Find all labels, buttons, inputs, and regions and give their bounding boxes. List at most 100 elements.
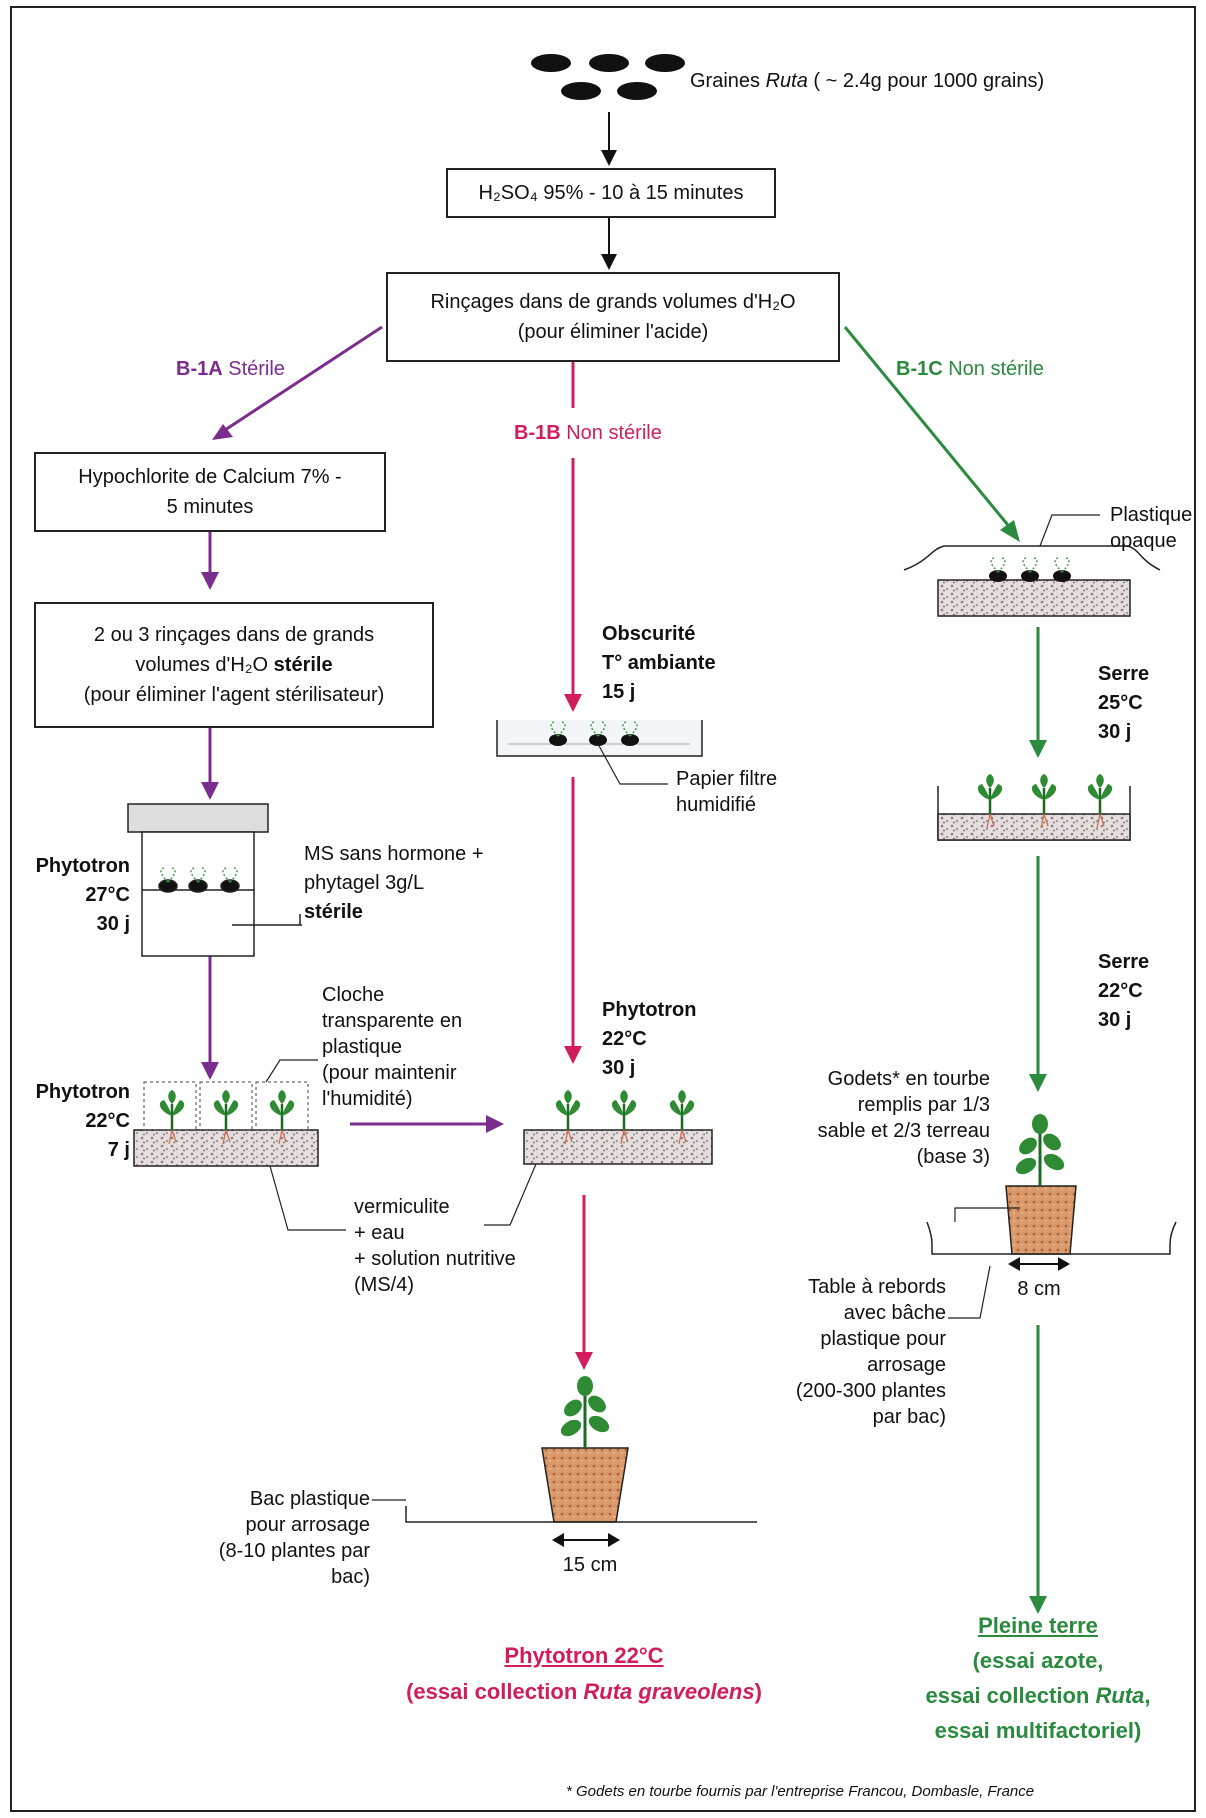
- petri-dish-illustration: [496, 720, 703, 785]
- c-serre2-temp: 22°C: [1098, 980, 1143, 1002]
- branch-c-arrows: [843, 326, 1047, 1614]
- branch-a-arrows: [201, 325, 504, 1133]
- sterile-rinse-box: 2 ou 3 rinçages dans de grands volumes d…: [34, 602, 434, 728]
- rinse-line2: (pour éliminer l'acide): [517, 321, 709, 343]
- footnote-text: * Godets en tourbe fournis par l'entrepr…: [566, 1783, 1035, 1800]
- plastic-cover-illustration: [903, 514, 1161, 617]
- c-serre1-place: Serre: [1098, 663, 1150, 685]
- sterile-jar-illustration: [127, 803, 302, 957]
- branch-c-text: Non stérile: [942, 358, 1044, 380]
- table-line3: plastique pour: [820, 1328, 946, 1350]
- paper-line1: Papier filtre: [676, 768, 778, 790]
- table-line2: avec bâche: [843, 1302, 946, 1324]
- sterile-rinse-line2-b: stérile: [273, 654, 333, 676]
- b-result-sub-b: Ruta graveolens: [583, 1679, 755, 1704]
- bac-line2: pour arrosage: [245, 1514, 370, 1536]
- pot-size-value: 15 cm: [562, 1554, 618, 1576]
- bac-line1: Bac plastique: [249, 1488, 370, 1510]
- acid-label: H₂SO₄ 95% - 10 à 15 minutes: [478, 182, 744, 204]
- b-result-title: Phytotron 22°C: [504, 1643, 664, 1668]
- branch-b-arrows: [564, 362, 593, 1370]
- greenhouse-tray-illustration: [937, 772, 1131, 841]
- main-arrows: [601, 112, 617, 270]
- rinse-line1: Rinçages dans de grands volumes d'H₂O: [430, 291, 796, 313]
- sterile-rinse-line2: volumes d'H₂O stérile: [135, 650, 332, 680]
- branch-b-text: Non stérile: [560, 422, 662, 444]
- c-result-line1: (essai azote,: [972, 1648, 1104, 1673]
- godets-line2: remplis par 1/3: [857, 1094, 990, 1116]
- hypo-line2: 5 minutes: [166, 496, 254, 518]
- branch-a-phytotron-22: Phytotron 22°C 7 j: [14, 1078, 130, 1165]
- branch-a-phytotron-27: Phytotron 27°C 30 j: [14, 852, 130, 939]
- vermiculite-line1: vermiculite: [354, 1196, 450, 1218]
- branch-c-result: Pleine terre (essai azote, essai collect…: [878, 1608, 1198, 1748]
- plastic-line1: Plastique: [1110, 504, 1193, 526]
- branch-b-label: B-1B Non stérile: [514, 420, 662, 447]
- branch-c-label: B-1C Non stérile: [896, 356, 1044, 383]
- plastic-label: Plastique opaque: [1110, 502, 1192, 554]
- paper-line2: humidifié: [676, 794, 757, 816]
- sterile-rinse-line2-a: volumes d'H₂O: [135, 654, 274, 676]
- c-result-line2-b: Ruta: [1095, 1683, 1145, 1708]
- b-step2-temp: 22°C: [602, 1028, 647, 1050]
- a-step1-temp: 27°C: [85, 884, 130, 906]
- filter-paper-label: Papier filtre humidifié: [676, 766, 777, 818]
- a-step2-days: 7 j: [107, 1139, 130, 1161]
- c-serre1-temp: 25°C: [1098, 692, 1143, 714]
- c-serre1-days: 30 j: [1098, 721, 1132, 743]
- ms-line3: stérile: [304, 901, 363, 923]
- seeds-label: Graines Ruta ( ~ 2.4g pour 1000 grains): [690, 68, 1044, 95]
- b-dark-line3: 15 j: [602, 681, 636, 703]
- sterile-rinse-line3: (pour éliminer l'agent stérilisateur): [83, 684, 385, 706]
- cloche-line2: transparente en: [322, 1010, 463, 1032]
- bac-line4: bac): [331, 1566, 370, 1588]
- godets-label: Godets* en tourbe remplis par 1/3 sable …: [760, 1066, 990, 1170]
- branch-a-code: B-1A: [176, 358, 223, 380]
- vermiculite-label: vermiculite + eau + solution nutritive (…: [354, 1194, 516, 1298]
- b-step2-place: Phytotron: [602, 999, 697, 1021]
- branch-b-darkness: Obscurité T° ambiante 15 j: [602, 620, 716, 707]
- pot-bac-illustration: [372, 1374, 757, 1547]
- table-line5: (200-300 plantes: [795, 1380, 946, 1402]
- c-result-line2-a: essai collection: [925, 1683, 1096, 1708]
- branch-c-serre-22: Serre 22°C 30 j: [1098, 948, 1149, 1035]
- table-line6: par bac): [872, 1406, 946, 1428]
- c-result-line3: essai multifactoriel): [934, 1718, 1142, 1743]
- vermiculite-line3: + solution nutritive: [354, 1248, 516, 1270]
- seeds-genus: Ruta: [765, 70, 808, 92]
- bac-line3: (8-10 plantes par: [218, 1540, 370, 1562]
- b-step2-days: 30 j: [602, 1057, 636, 1079]
- c-serre2-days: 30 j: [1098, 1009, 1132, 1031]
- cloche-label: Cloche transparente en plastique (pour m…: [322, 982, 462, 1112]
- branch-b-code: B-1B: [514, 422, 561, 444]
- seeds-suffix: ( ~ 2.4g pour 1000 grains): [807, 70, 1045, 92]
- vermiculite-tray-illustration: [484, 1088, 713, 1226]
- plastic-line2: opaque: [1110, 530, 1177, 552]
- hypochlorite-box: Hypochlorite de Calcium 7% - 5 minutes: [34, 452, 386, 532]
- b-dark-line1: Obscurité: [602, 623, 696, 645]
- seeds-illustration: [531, 54, 685, 100]
- branch-a-label: B-1A Stérile: [176, 356, 285, 383]
- branch-a-text: Stérile: [222, 358, 285, 380]
- cloche-line3: plastique: [322, 1036, 403, 1058]
- branch-c-serre-25: Serre 25°C 30 j: [1098, 660, 1149, 747]
- cloche-tray-illustration: [133, 1059, 346, 1231]
- cloche-line1: Cloche: [322, 984, 385, 1006]
- rinse-box: Rinçages dans de grands volumes d'H₂O (p…: [386, 272, 840, 362]
- seeds-prefix: Graines: [690, 70, 766, 92]
- ms-medium-label: MS sans hormone + phytagel 3g/L stérile: [304, 840, 484, 927]
- godet-size-label: 8 cm: [994, 1276, 1084, 1303]
- branch-c-code: B-1C: [896, 358, 943, 380]
- table-label: Table à rebords avec bâche plastique pou…: [730, 1274, 946, 1430]
- a-step2-place: Phytotron: [35, 1081, 130, 1103]
- branch-b-result: Phytotron 22°C (essai collection Ruta gr…: [244, 1638, 924, 1710]
- b-dark-line2: T° ambiante: [602, 652, 716, 674]
- ms-line1: MS sans hormone +: [304, 843, 484, 865]
- a-step1-days: 30 j: [96, 913, 130, 935]
- c-result-line2: essai collection Ruta,: [878, 1678, 1198, 1713]
- table-line4: arrosage: [867, 1354, 946, 1376]
- cloche-line5: l'humidité): [322, 1088, 413, 1110]
- godets-line4: (base 3): [916, 1146, 990, 1168]
- acid-box: H₂SO₄ 95% - 10 à 15 minutes: [446, 168, 776, 218]
